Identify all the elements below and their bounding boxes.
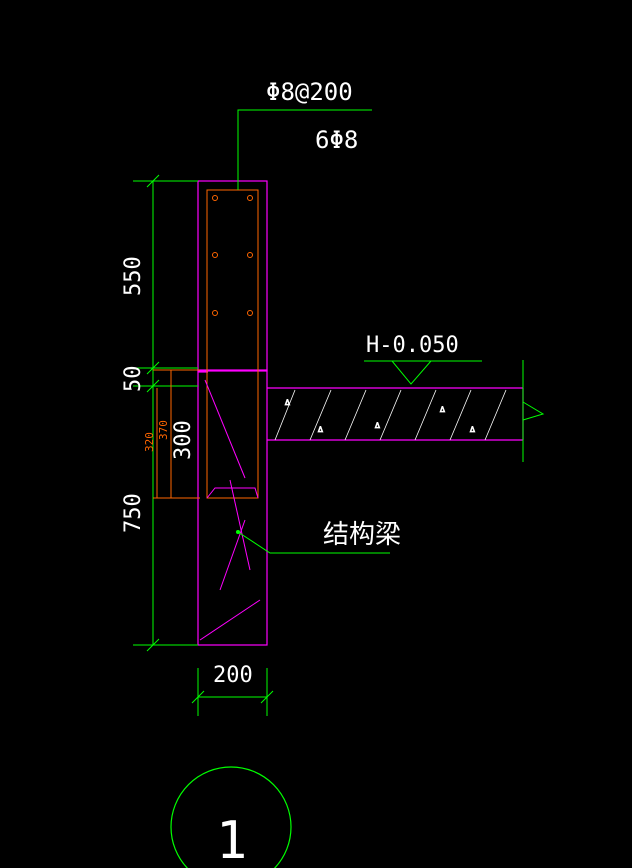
dimension-lines [133, 174, 545, 716]
hatch-line [344, 389, 367, 441]
detail-marker-circle [170, 766, 292, 868]
rebar-cage [206, 189, 259, 499]
rebar-dot [247, 252, 253, 258]
break-line [219, 519, 246, 591]
break-line [229, 479, 251, 571]
longitudinal-spec-text: 6Φ8 [315, 126, 358, 154]
beam-label-leader [237, 531, 390, 554]
beam-depth-text: 300 [171, 420, 196, 460]
bottom-height-text: 750 [121, 493, 146, 533]
rebar-dot [212, 252, 218, 258]
detail-number-text: 1 [216, 811, 247, 868]
inner-b-text: 370 [157, 420, 170, 440]
dim-tick [146, 379, 160, 393]
hatch-line [274, 389, 296, 441]
rebar-dot [247, 310, 253, 316]
hatch-mark: ∆ [374, 421, 380, 430]
inner-a-text: 320 [143, 432, 156, 452]
beam-label-text: 结构梁 [323, 520, 401, 550]
break-line [199, 599, 261, 641]
hatch-mark: ∆ [469, 425, 475, 434]
rebar-dot [247, 195, 253, 201]
break-line [204, 379, 246, 479]
width-dimension-text: 200 [213, 663, 253, 688]
top-height-text: 550 [121, 256, 146, 296]
hatch-mark: ∆ [439, 405, 445, 414]
hatch-line [414, 389, 437, 441]
stirrup [206, 189, 259, 499]
wall-outline [197, 180, 524, 646]
leaders [237, 109, 482, 554]
hatch-line [449, 389, 472, 441]
hatch-line [379, 389, 402, 441]
hatch-mark: ∆ [284, 398, 290, 407]
hatch-mark: ∆ [317, 425, 323, 434]
rebar-dot [212, 195, 218, 201]
step-height-text: 50 [121, 366, 146, 393]
stirrup-spec-text: Φ8@200 [266, 78, 353, 106]
upper-column-outline [197, 180, 268, 372]
dim-tick [146, 638, 160, 652]
rebar-dot [212, 310, 218, 316]
break-marks [199, 379, 261, 641]
dim-tick [146, 174, 160, 188]
rebar-spec-leader [237, 109, 372, 190]
lower-column-outline [197, 369, 268, 646]
slab-break-symbol [522, 401, 545, 421]
hatch-line [484, 389, 507, 441]
elevation-triangle [390, 360, 433, 385]
leader-dot [236, 530, 240, 534]
dim-tick [146, 361, 160, 375]
slab-hatch: ∆ ∆ ∆ ∆ ∆ [274, 389, 507, 441]
inner-dimensions [153, 369, 200, 499]
beam-bottom-hook [206, 487, 259, 499]
elevation-text: H-0.050 [366, 333, 459, 358]
dim-tick [260, 690, 274, 704]
dim-tick [191, 690, 205, 704]
hatch-line [309, 389, 332, 441]
